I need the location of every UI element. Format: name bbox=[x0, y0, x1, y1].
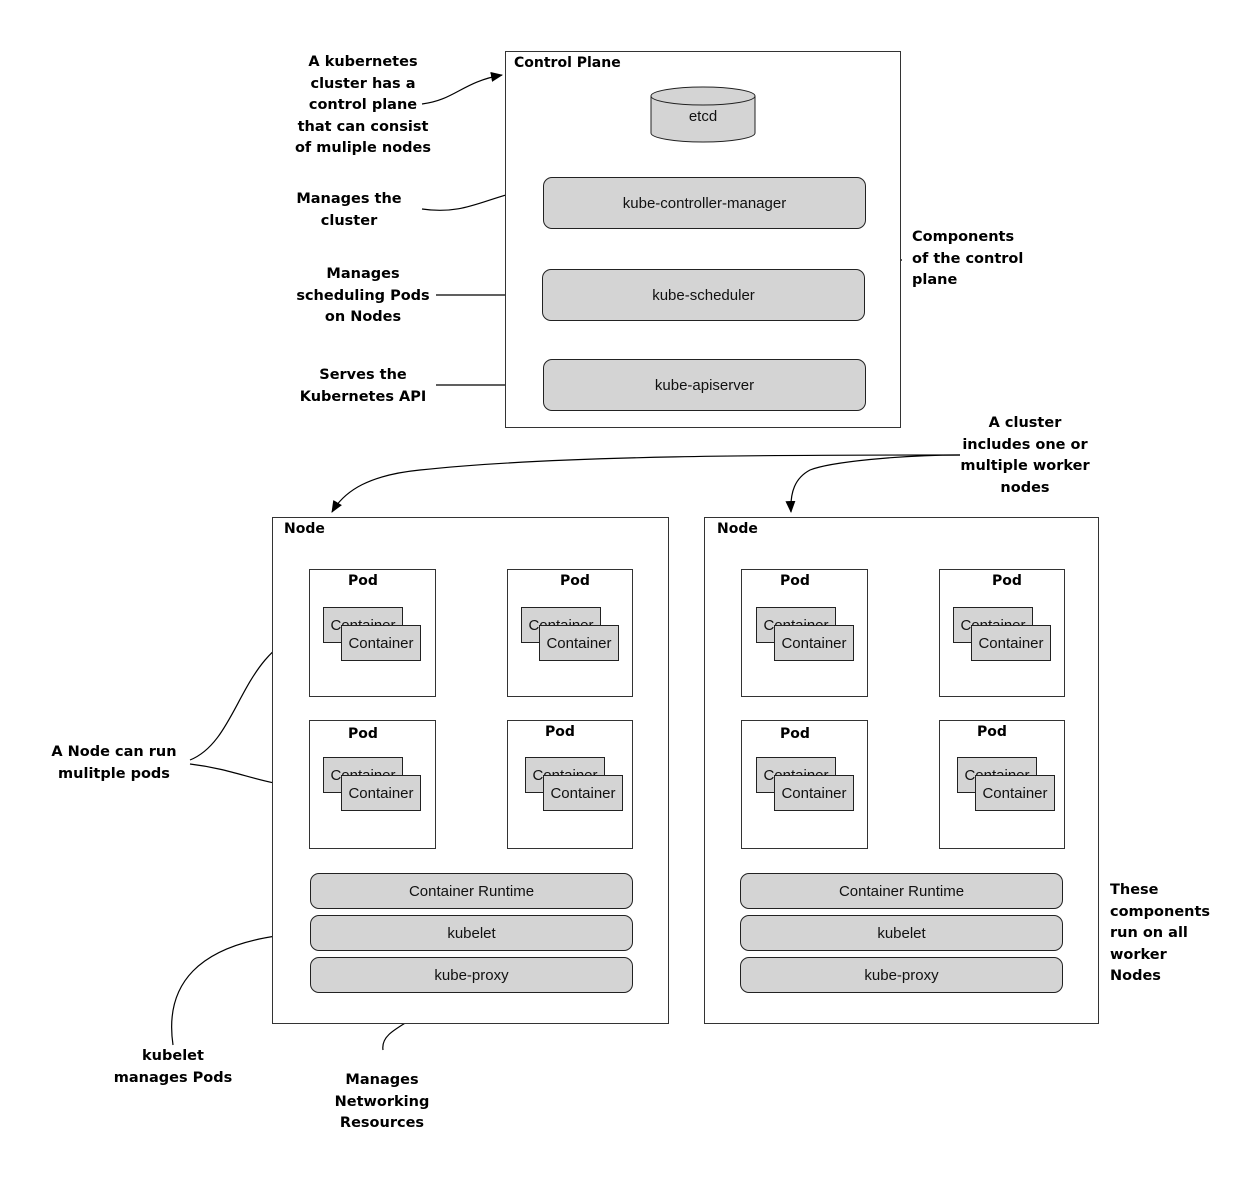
note-manages-cluster: Manages the cluster bbox=[296, 191, 402, 229]
pod-title: Pod bbox=[348, 726, 378, 742]
kube-apiserver: kube-apiserver bbox=[543, 359, 866, 411]
etcd-database: etcd bbox=[650, 86, 756, 143]
container-front: Container bbox=[539, 625, 619, 661]
arrow-to-node-1 bbox=[331, 454, 961, 513]
node-title: Node bbox=[284, 521, 325, 537]
container-runtime: Container Runtime bbox=[740, 873, 1063, 909]
pod-title: Pod bbox=[780, 726, 810, 742]
note-manages-networking: Manages Networking Resources bbox=[334, 1072, 430, 1131]
kube-proxy: kube-proxy bbox=[740, 957, 1063, 993]
pod-title: Pod bbox=[977, 724, 1007, 740]
kube-proxy: kube-proxy bbox=[310, 957, 633, 993]
kube-controller-manager: kube-controller-manager bbox=[543, 177, 866, 229]
note-manages-scheduling: Manages scheduling Pods on Nodes bbox=[296, 266, 430, 325]
container-runtime: Container Runtime bbox=[310, 873, 633, 909]
etcd-label: etcd bbox=[688, 108, 718, 125]
arrow-to-node-2 bbox=[785, 454, 961, 513]
control-plane-title: Control Plane bbox=[514, 55, 621, 71]
kubelet: kubelet bbox=[740, 915, 1063, 951]
container-front: Container bbox=[341, 775, 421, 811]
pod-title: Pod bbox=[560, 573, 590, 589]
node-title: Node bbox=[717, 521, 758, 537]
database-icon bbox=[650, 86, 756, 143]
note-kubelet-manages: kubelet manages Pods bbox=[113, 1048, 233, 1086]
note-serves-api: Serves the Kubernetes API bbox=[299, 367, 427, 405]
note-cluster-workers: A cluster includes one or multiple worke… bbox=[960, 415, 1090, 496]
note-cluster-control-plane: A kubernetes cluster has a control plane… bbox=[294, 54, 432, 156]
note-node-multiple-pods: A Node can run mulitple pods bbox=[51, 744, 177, 782]
container-front: Container bbox=[774, 625, 854, 661]
kubelet: kubelet bbox=[310, 915, 633, 951]
pod-title: Pod bbox=[348, 573, 378, 589]
container-front: Container bbox=[975, 775, 1055, 811]
container-front: Container bbox=[543, 775, 623, 811]
container-front: Container bbox=[341, 625, 421, 661]
note-components-worker: These components run on all worker Nodes bbox=[1110, 882, 1211, 984]
note-components-control-plane: Components of the control plane bbox=[912, 229, 1024, 288]
container-front: Container bbox=[774, 775, 854, 811]
container-front: Container bbox=[971, 625, 1051, 661]
pod-title: Pod bbox=[780, 573, 810, 589]
pod-title: Pod bbox=[545, 724, 575, 740]
kube-scheduler: kube-scheduler bbox=[542, 269, 865, 321]
pod-title: Pod bbox=[992, 573, 1022, 589]
